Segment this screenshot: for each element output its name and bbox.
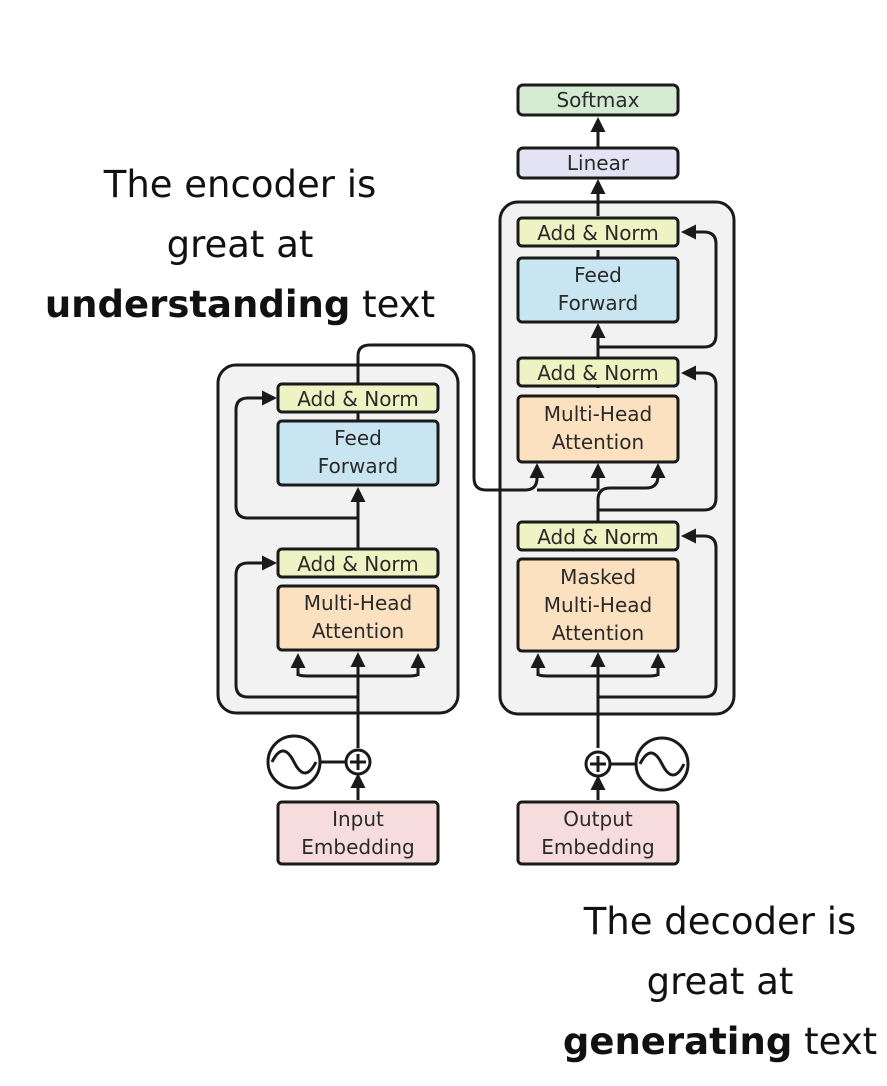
encoder-feed-forward-line1: Feed bbox=[334, 426, 382, 450]
softmax-label: Softmax bbox=[556, 88, 639, 112]
encoder-caption-line1: The encoder is bbox=[103, 163, 377, 206]
output-embedding-line1: Output bbox=[563, 807, 633, 831]
decoder-add-norm-bottom: Add & Norm bbox=[516, 520, 680, 552]
encoder-caption-line3: understanding text bbox=[40, 275, 440, 335]
softmax-box: Softmax bbox=[516, 83, 680, 117]
encoder-attention: Multi-Head Attention bbox=[276, 584, 440, 652]
decoder-feed-forward-line1: Feed bbox=[574, 263, 622, 287]
decoder-cross-attention-line1: Multi-Head bbox=[544, 402, 652, 426]
encoder-caption-bold: understanding bbox=[44, 283, 351, 326]
decoder-add-norm-mid: Add & Norm bbox=[516, 356, 680, 388]
output-embedding-line2: Embedding bbox=[541, 835, 654, 859]
encoder-positional-encoding bbox=[266, 734, 372, 790]
linear-box: Linear bbox=[516, 146, 680, 180]
input-embedding-line2: Embedding bbox=[301, 835, 414, 859]
encoder-caption-rest: text bbox=[350, 283, 436, 326]
encoder-feed-forward-line2: Forward bbox=[318, 454, 398, 478]
input-embedding-line1: Input bbox=[332, 807, 384, 831]
decoder-caption-rest: text bbox=[792, 1020, 878, 1063]
decoder-feed-forward-line2: Forward bbox=[558, 291, 638, 315]
encoder-add-norm-top-label: Add & Norm bbox=[297, 387, 419, 411]
decoder-masked-attention-line3: Attention bbox=[552, 621, 644, 645]
decoder-add-norm-top: Add & Norm bbox=[516, 216, 680, 248]
decoder-positional-encoding-icon bbox=[634, 736, 690, 792]
decoder-caption-bold: generating bbox=[562, 1020, 793, 1063]
decoder-feed-forward: Feed Forward bbox=[516, 256, 680, 324]
decoder-cross-attention: Multi-Head Attention bbox=[516, 394, 680, 464]
decoder-add-norm-top-label: Add & Norm bbox=[537, 221, 659, 245]
encoder-block bbox=[216, 363, 460, 715]
decoder-caption-line3: generating text bbox=[560, 1012, 880, 1072]
encoder-add-norm-bottom-label: Add & Norm bbox=[297, 552, 419, 576]
decoder-masked-attention-line2: Multi-Head bbox=[544, 593, 652, 617]
decoder-masked-attention-line1: Masked bbox=[560, 565, 636, 589]
decoder-caption-line1: The decoder is bbox=[583, 900, 857, 943]
encoder-attention-line1: Multi-Head bbox=[304, 591, 412, 615]
encoder-attention-line2: Attention bbox=[312, 619, 404, 643]
encoder-caption: The encoder is great at understanding te… bbox=[40, 155, 440, 335]
connectors bbox=[234, 117, 718, 800]
encoder-add-norm-top: Add & Norm bbox=[276, 382, 440, 414]
linear-label: Linear bbox=[567, 151, 630, 175]
decoder-add-norm-mid-label: Add & Norm bbox=[537, 361, 659, 385]
decoder-caption-line2: great at bbox=[646, 960, 794, 1003]
decoder-add-norm-bottom-label: Add & Norm bbox=[537, 525, 659, 549]
encoder-add-norm-bottom: Add & Norm bbox=[276, 547, 440, 579]
input-embedding: Input Embedding bbox=[276, 800, 440, 866]
output-embedding: Output Embedding bbox=[516, 800, 680, 866]
encoder-caption-line2: great at bbox=[166, 223, 314, 266]
decoder-caption: The decoder is great at generating text bbox=[560, 892, 880, 1072]
decoder-positional-encoding bbox=[584, 736, 690, 792]
decoder-cross-attention-line2: Attention bbox=[552, 430, 644, 454]
encoder-feed-forward: Feed Forward bbox=[276, 419, 440, 487]
decoder-masked-attention: Masked Multi-Head Attention bbox=[516, 557, 680, 653]
